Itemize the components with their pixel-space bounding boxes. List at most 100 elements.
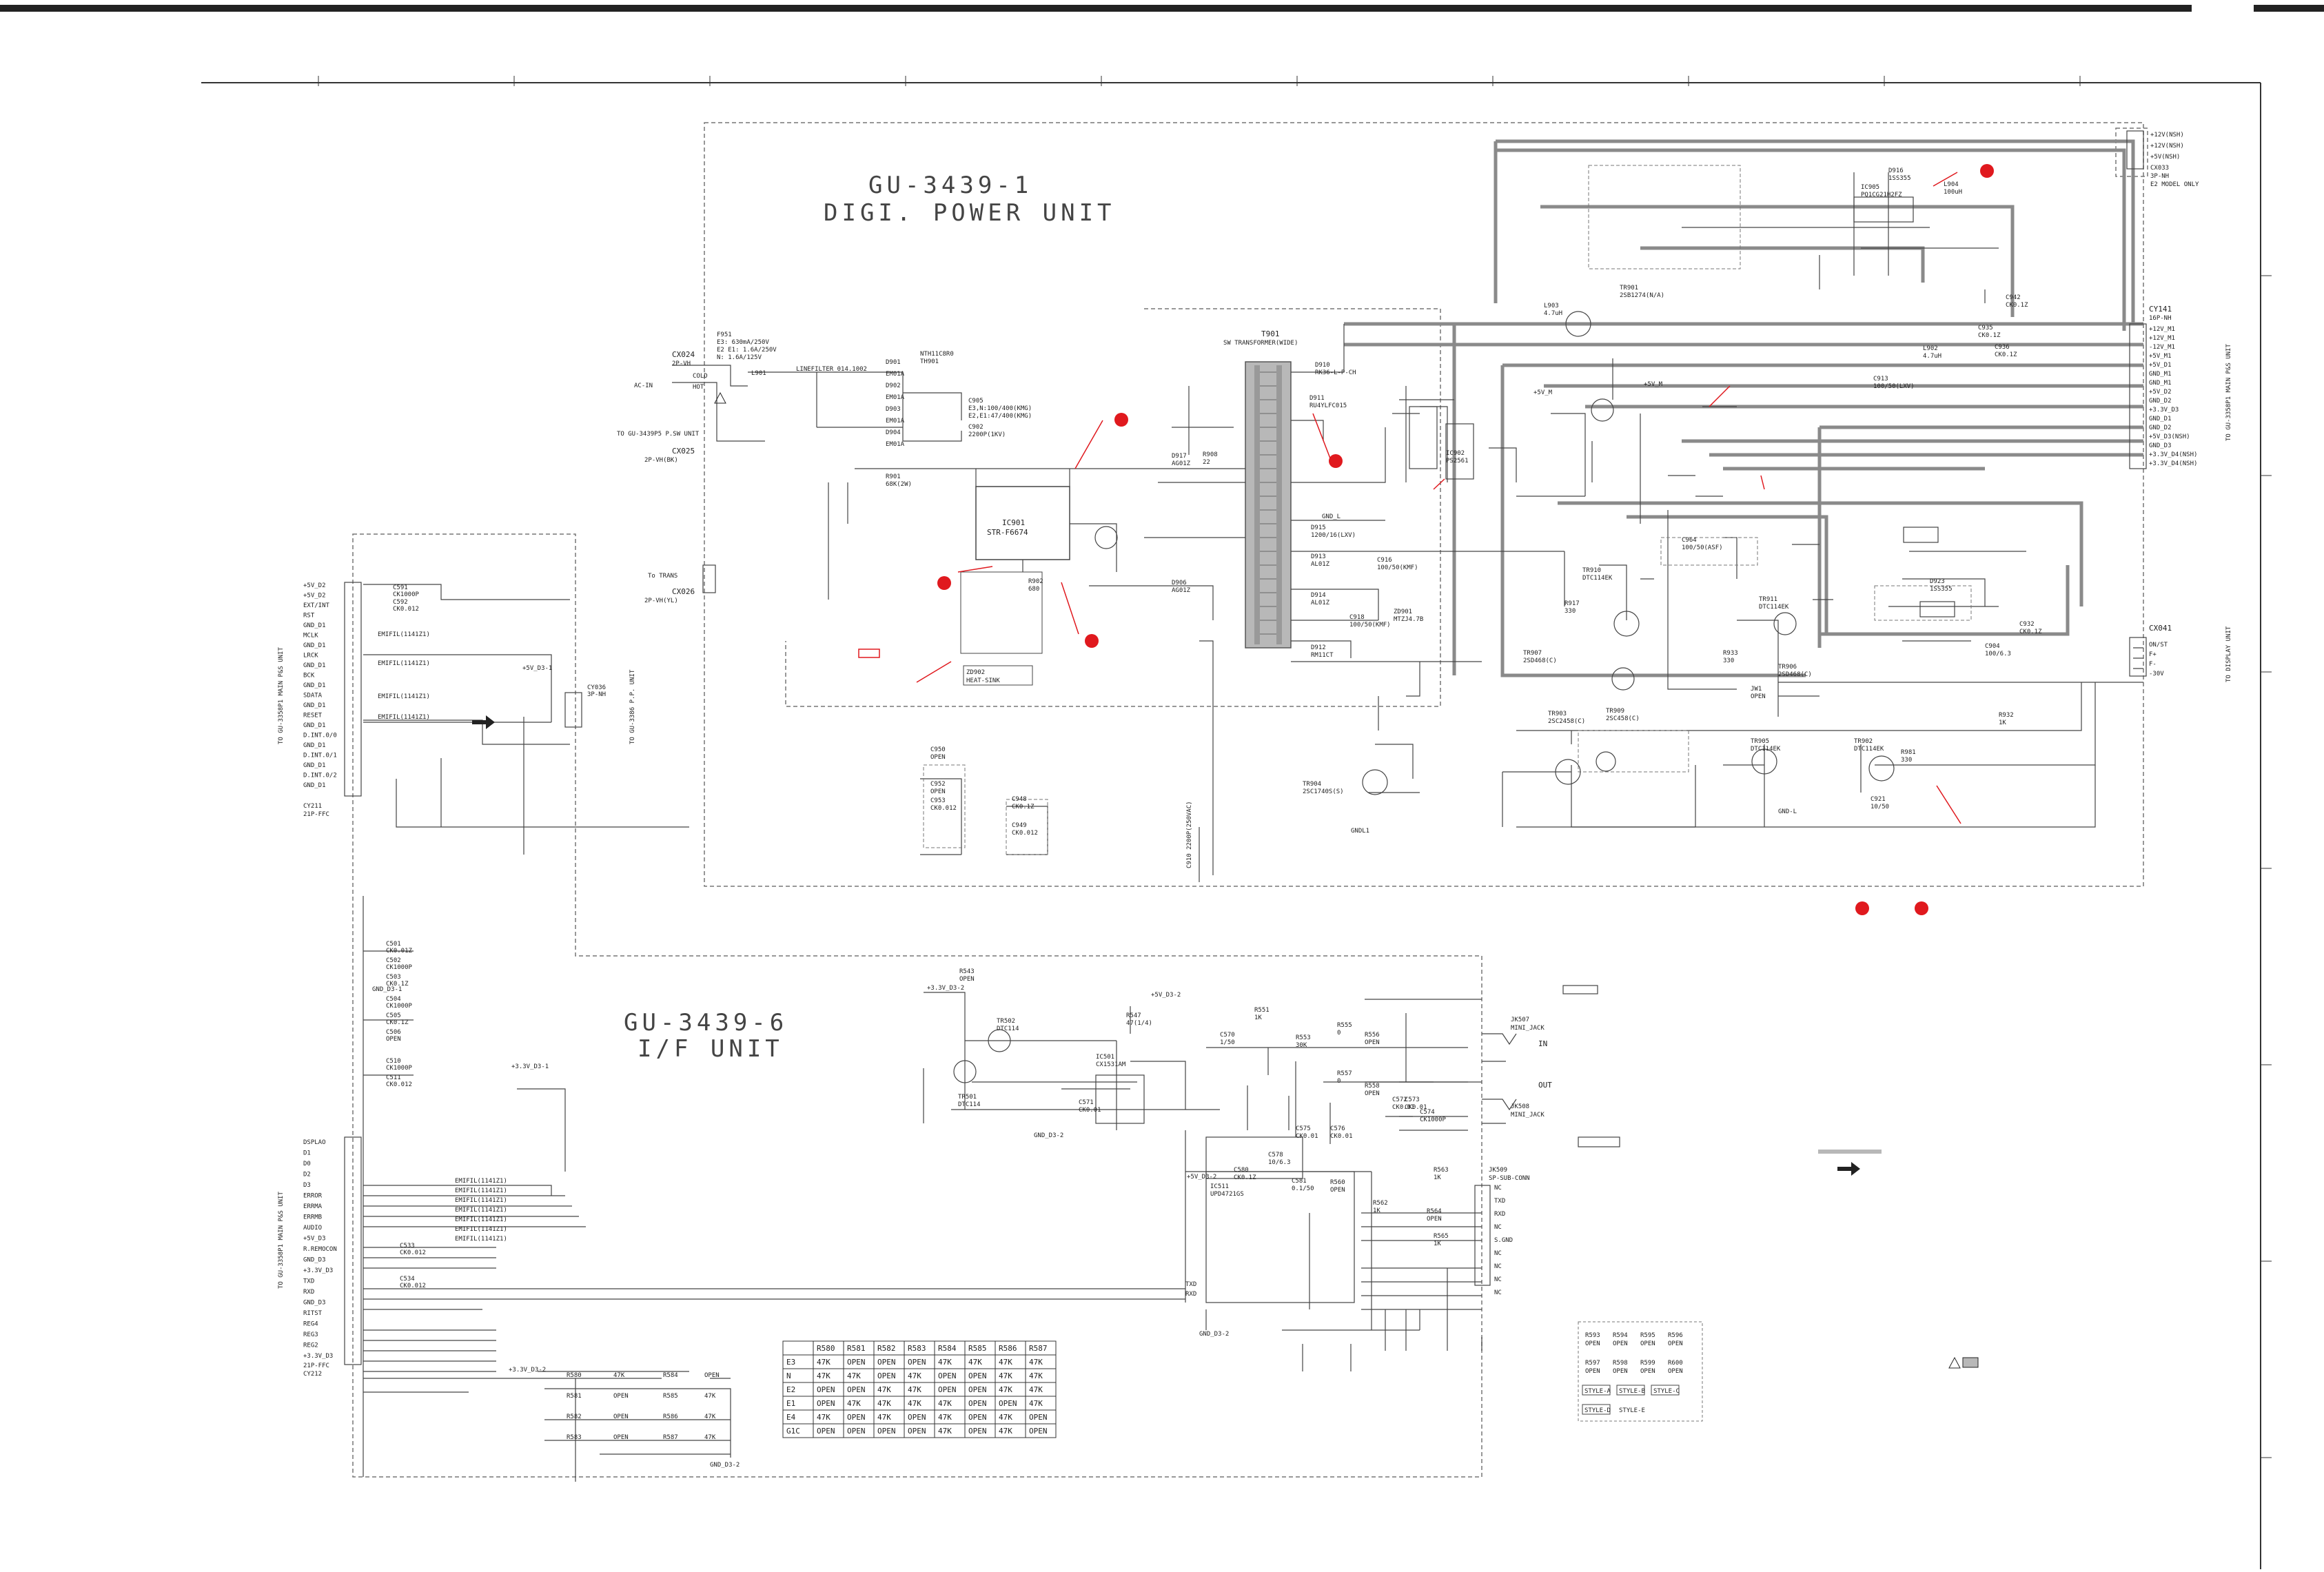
cy141-line: GND_M1 bbox=[2149, 380, 2172, 387]
table-cell: 47K bbox=[908, 1399, 921, 1408]
r932-label: R932 bbox=[1999, 712, 2014, 719]
l902-label: L902 bbox=[1923, 345, 1938, 352]
l903-label: 4.7uH bbox=[1544, 310, 1562, 317]
c948-label: C948 bbox=[1012, 796, 1027, 803]
ic501-label: CX1531AM bbox=[1096, 1061, 1126, 1068]
table-cell: E4 bbox=[786, 1413, 796, 1422]
table-cell: 47K bbox=[999, 1385, 1012, 1394]
svg-text:R598: R598 bbox=[1613, 1360, 1628, 1367]
svg-text:R593: R593 bbox=[1585, 1332, 1600, 1339]
capacitor-label: C501 bbox=[386, 941, 401, 948]
r564-label: R564 bbox=[1427, 1208, 1442, 1215]
c574-label: C574 bbox=[1420, 1109, 1435, 1116]
table-cell: OPEN bbox=[999, 1399, 1017, 1408]
capacitor-label: CK0.012 bbox=[400, 1283, 426, 1289]
jack-symbols bbox=[1482, 1033, 1517, 1124]
ic511-label: IC511 bbox=[1210, 1183, 1229, 1190]
table-cell: 47K bbox=[908, 1385, 921, 1394]
capacitor-label: OPEN bbox=[386, 1036, 401, 1043]
c942-label: C942 bbox=[2006, 294, 2021, 301]
cy211-line: GND_D1 bbox=[303, 642, 326, 649]
svg-text:OPEN: OPEN bbox=[1640, 1340, 1655, 1347]
tr905-label: TR905 bbox=[1751, 738, 1769, 745]
th901-label: TH901 bbox=[920, 358, 939, 365]
table-cell: OPEN bbox=[817, 1427, 835, 1436]
jk509-line: RXD bbox=[1494, 1211, 1505, 1218]
cy211-line: D.INT.0/1 bbox=[303, 753, 337, 759]
net-label: GND_D3-2 bbox=[1199, 1331, 1229, 1338]
cy212-line: REG3 bbox=[303, 1331, 318, 1338]
d910-label: RK36-L-P-CH bbox=[1315, 369, 1356, 376]
cx033-ref: CX033 bbox=[2150, 165, 2169, 172]
svg-text:R596: R596 bbox=[1668, 1332, 1683, 1339]
cx026-to: To TRANS bbox=[648, 573, 677, 580]
svg-text:R597: R597 bbox=[1585, 1360, 1600, 1367]
c952-label: OPEN bbox=[930, 788, 946, 795]
cy211-line: GND_D1 bbox=[303, 722, 326, 729]
r558-label: R558 bbox=[1365, 1083, 1380, 1090]
c902-label: C902 bbox=[968, 424, 983, 431]
d923-label: 1SS355 bbox=[1930, 586, 1953, 593]
capacitor-label: C505 bbox=[386, 1012, 401, 1019]
power-unit-name: GU-3439-1 bbox=[868, 172, 1032, 199]
c942-label: CK0.1Z bbox=[2006, 302, 2028, 309]
table-cell: 47K bbox=[817, 1358, 830, 1367]
table-cell: OPEN bbox=[847, 1385, 866, 1394]
capacitor-label: CK1000P bbox=[393, 591, 420, 598]
c936-label: CK0.1Z bbox=[1995, 351, 2017, 358]
tr911-label: TR911 bbox=[1759, 596, 1777, 603]
svg-text:STYLE-C: STYLE-C bbox=[1653, 1388, 1680, 1395]
c950-label: OPEN bbox=[930, 754, 946, 761]
r553-label: R553 bbox=[1296, 1034, 1311, 1041]
cy211-line: GND_D1 bbox=[303, 702, 326, 709]
net-label: TXD bbox=[1185, 1281, 1196, 1288]
cy141-line: +5V_D1 bbox=[2149, 362, 2172, 369]
r917-label: 330 bbox=[1564, 608, 1576, 615]
r933-label: R933 bbox=[1723, 650, 1738, 657]
cx024-ref: CX024 bbox=[672, 350, 695, 359]
cx041-line: F- bbox=[2149, 661, 2157, 668]
cx033-line: +5V(NSH) bbox=[2150, 154, 2180, 161]
emi-filter-label: EMIFIL(1141Z1) bbox=[455, 1187, 507, 1194]
cy211-line: RST bbox=[303, 613, 315, 620]
emi-filter-label: EMIFIL(1141Z1) bbox=[455, 1216, 507, 1223]
table-cell: 47K bbox=[877, 1385, 891, 1394]
cy212-line: AUDIO bbox=[303, 1225, 322, 1232]
line-filter-label: LINEFILTER_014.1002 bbox=[796, 366, 867, 373]
capacitor-label: CK1000P bbox=[386, 1065, 413, 1072]
c921-label: 10/50 bbox=[1871, 804, 1889, 810]
capacitor-label: C502 bbox=[386, 957, 401, 964]
cy211-line: GND_D1 bbox=[303, 682, 326, 689]
c964-label: 100/50(ASF) bbox=[1682, 544, 1723, 551]
d911-label: D911 bbox=[1309, 395, 1325, 402]
tr901-label: TR901 bbox=[1620, 285, 1638, 292]
c576-label: CK0.01 bbox=[1330, 1133, 1353, 1140]
c910-label: C910 2200P(250VAC) bbox=[1186, 801, 1193, 868]
cy212-line: D0 bbox=[303, 1161, 311, 1167]
net-label: GND_D3-1 bbox=[372, 986, 402, 993]
cy211-line: EXT/INT bbox=[303, 602, 330, 609]
d915-label: 1200/16(LXV) bbox=[1311, 532, 1356, 539]
d913-label: AL01Z bbox=[1311, 561, 1330, 568]
transformer-t901: T901 SW TRANSFORMER(WIDE) bbox=[1223, 329, 1298, 649]
svg-text:OPEN: OPEN bbox=[1668, 1340, 1683, 1347]
net-label: GND_D3-2 bbox=[1034, 1132, 1063, 1139]
cy212-line: DSPLAO bbox=[303, 1139, 326, 1146]
r560-label: OPEN bbox=[1330, 1187, 1345, 1194]
table-cell: OPEN bbox=[968, 1371, 987, 1380]
cy212-line: TXD bbox=[303, 1278, 314, 1285]
c913-label: C913 bbox=[1873, 376, 1888, 382]
table-cell: OPEN bbox=[817, 1385, 835, 1394]
r547-label: 47(1/4) bbox=[1126, 1020, 1152, 1027]
emi-filter-label: EMIFIL(1141Z1) bbox=[455, 1197, 507, 1204]
table-header-cell: R586 bbox=[999, 1344, 1017, 1353]
table-cell: OPEN bbox=[847, 1427, 866, 1436]
table-cell: OPEN bbox=[938, 1371, 957, 1380]
jk509-line: NC bbox=[1494, 1276, 1502, 1283]
c936-label: C936 bbox=[1995, 344, 2010, 351]
table-cell: OPEN bbox=[1029, 1413, 1048, 1422]
variant-table-frame bbox=[782, 1340, 1057, 1438]
table-cell: OPEN bbox=[1029, 1427, 1048, 1436]
d923-label: D923 bbox=[1930, 578, 1945, 585]
cx024-pins: 2P-VH bbox=[672, 360, 691, 367]
